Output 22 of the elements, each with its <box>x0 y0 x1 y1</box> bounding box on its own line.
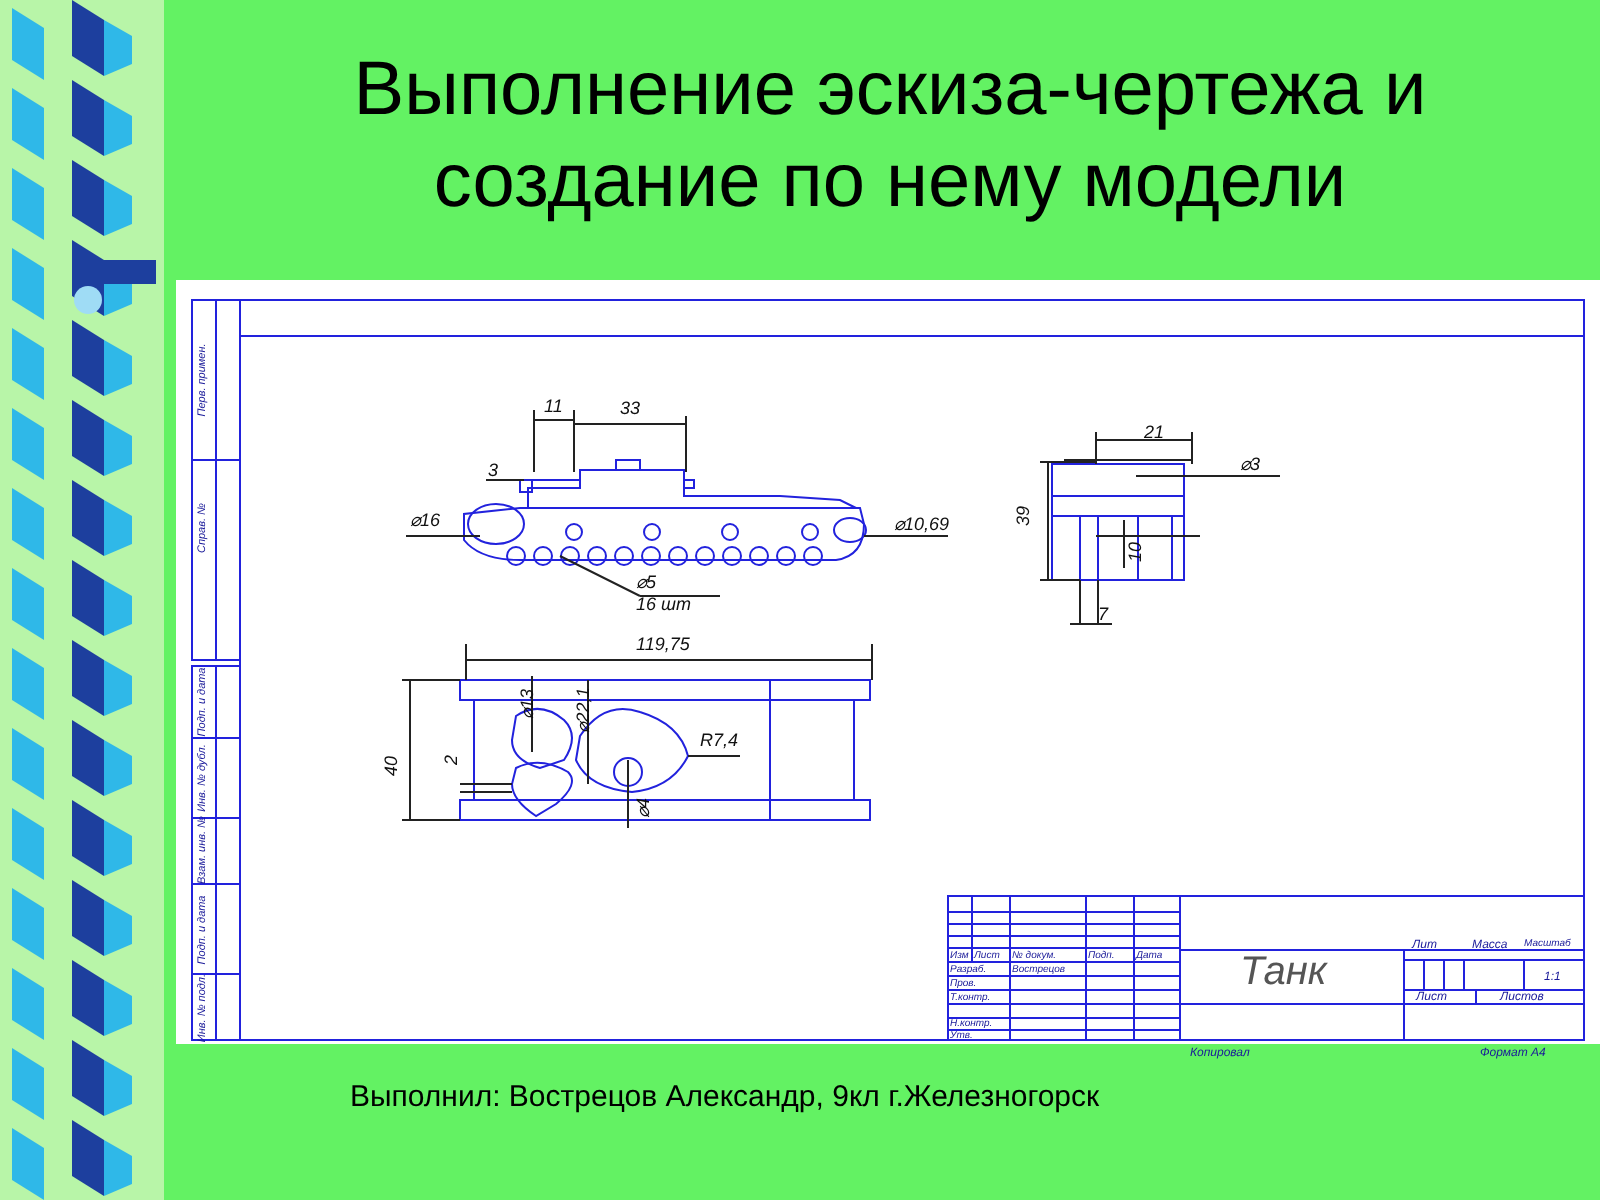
author-caption: Выполнил: Вострецов Александр, 9кл г.Железногорск <box>350 1080 1100 1114</box>
dimension-label: 21 <box>1144 424 1165 442</box>
dimension-label: 39 <box>1015 506 1033 526</box>
dimension-label: ⌀3 <box>1240 456 1261 474</box>
dimension-label: 33 <box>620 400 641 418</box>
drawing-name: Танк <box>1240 952 1327 992</box>
dimension-label: 40 <box>383 756 401 776</box>
dimension-label: ⌀10,69 <box>894 516 950 534</box>
dimension-label: 11 <box>544 398 563 416</box>
dimension-label: R7,4 <box>700 732 739 750</box>
dimension-label: 16 шт <box>636 596 691 614</box>
dimension-label: ⌀13 <box>519 689 537 719</box>
dimension-label: ⌀22,1 <box>575 687 593 733</box>
dimension-label: 7 <box>1098 606 1109 624</box>
dimension-label: ⌀4 <box>635 798 653 818</box>
dimension-label: 10 <box>1127 542 1145 562</box>
dimension-label: ⌀5 <box>636 574 657 592</box>
dimension-label: 3 <box>488 462 499 480</box>
slide-title: Выполнение эскиза-чертежа и создание по нему модели <box>351 46 1429 228</box>
dimension-label: 119,75 <box>636 636 690 654</box>
dimension-label: ⌀16 <box>410 512 441 530</box>
dimension-label: 2 <box>443 755 461 765</box>
